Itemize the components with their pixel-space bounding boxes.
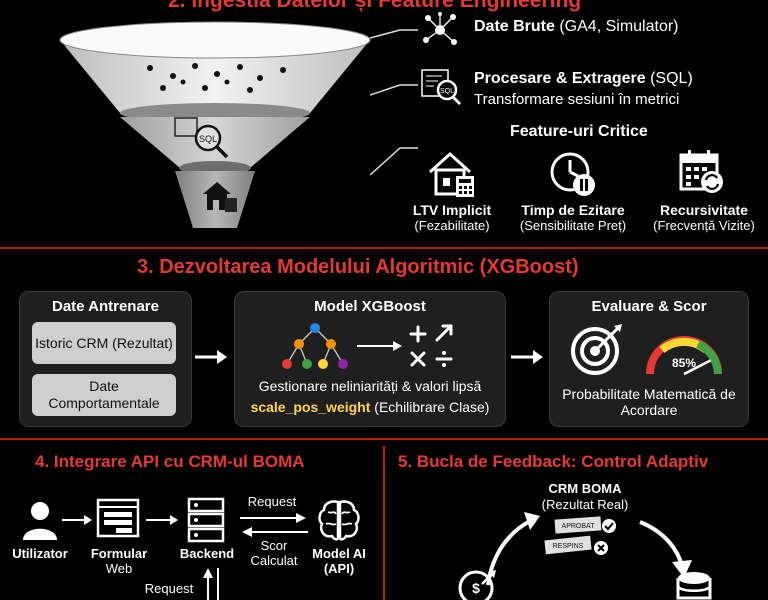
section-4-title: 4. Integrare API cu CRM-ul BOMA xyxy=(35,452,305,471)
feature-recursivitate: Recursivitate (Frecvență Vizite) xyxy=(653,202,755,233)
clock-pause-icon xyxy=(550,152,595,196)
divider-2 xyxy=(0,438,768,440)
arrow-right-icon-2 xyxy=(511,350,543,364)
funnel-connectors xyxy=(370,29,418,176)
brain-icon xyxy=(318,500,360,541)
gauge-value: 85% xyxy=(672,356,696,370)
section-2-title: 2. Ingestia Datelor și Feature Engineeri… xyxy=(168,0,582,12)
node-model-ai: Model AI(API) xyxy=(312,546,366,576)
model-highlight-line: scale_pos_weight (Echilibrare Clase) xyxy=(250,399,490,415)
funnel-graphic: SQL xyxy=(59,21,371,228)
arrow-right-small-2 xyxy=(146,515,178,525)
growth-coin-icon: $ xyxy=(458,570,496,600)
math-operators-icon xyxy=(409,324,453,367)
label-scor: Scor Calculat xyxy=(250,538,298,568)
section-5-title: 5. Bucla de Feedback: Control Adaptiv xyxy=(398,452,709,471)
date-antrenare-title: Date Antrenare xyxy=(52,298,159,315)
date-brute-label: Date Brute (GA4, Simulator) xyxy=(474,18,679,35)
evaluare-title: Evaluare & Scor xyxy=(591,298,707,315)
calendar-repeat-icon xyxy=(679,150,723,193)
svg-text:$: $ xyxy=(472,580,480,596)
database-icon xyxy=(676,572,712,600)
server-icon xyxy=(187,497,225,543)
node-backend: Backend xyxy=(179,546,235,561)
svg-text:SQL: SQL xyxy=(199,134,217,144)
feature-ltv: LTV Implicit (Fezabilitate) xyxy=(412,202,492,233)
target-icon xyxy=(571,324,622,375)
funnel-house-icon xyxy=(203,182,237,212)
feedback-loop-arrows xyxy=(486,512,692,586)
label-request-bottom: Request xyxy=(144,581,194,596)
network-icon xyxy=(423,12,457,45)
procesare-sub: Transformare sesiuni în metrici xyxy=(474,91,680,108)
arrow-right-thin-icon xyxy=(357,341,402,351)
gauge: 85% xyxy=(646,336,722,376)
divider-1 xyxy=(0,247,768,249)
arrow-right-small-1 xyxy=(62,515,92,525)
user-icon xyxy=(23,502,57,540)
svg-text:APROBAT: APROBAT xyxy=(562,523,596,530)
model-xgboost-title: Model XGBoost xyxy=(314,298,426,315)
model-desc: Gestionare neliniarități & valori lipsă xyxy=(258,378,482,394)
arrow-right-icon xyxy=(195,350,227,364)
feature-timp: Timp de Ezitare (Sensibilitate Preț) xyxy=(519,202,627,233)
crm-boma-sub: (Rezultat Real) xyxy=(541,497,629,512)
evaluare-panel: Evaluare & Scor 85% Probabilitate Matema… xyxy=(549,291,749,427)
web-form-icon xyxy=(96,498,140,538)
sql-search-icon: SQL xyxy=(421,69,462,106)
pill-istoric-crm: Istoric CRM (Rezultat) xyxy=(32,322,176,364)
house-calculator-icon xyxy=(428,151,474,197)
svg-text:RESPINS: RESPINS xyxy=(553,543,584,550)
arrow-request xyxy=(240,513,306,523)
evaluare-desc: Probabilitate Matematică de Acordare xyxy=(562,386,736,418)
decision-tree-icon xyxy=(282,323,348,369)
section-3-title: 3. Dezvoltarea Modelului Algoritmic (XGB… xyxy=(137,256,579,278)
svg-text:SQL: SQL xyxy=(440,88,454,95)
crm-boma-title: CRM BOMA xyxy=(548,481,622,496)
procesare-label: Procesare & Extragere (SQL) xyxy=(474,70,693,87)
arrow-up-backend xyxy=(203,568,219,600)
date-antrenare-panel: Date Antrenare Istoric CRM (Rezultat) Da… xyxy=(19,291,192,427)
label-request: Request xyxy=(247,494,297,509)
divider-vertical xyxy=(383,446,385,600)
documents-stamps-icon: APROBAT RESPINS xyxy=(544,516,616,555)
arrow-scor xyxy=(242,527,308,537)
node-utilizator: Utilizator xyxy=(12,546,68,561)
sql-magnifier-icon: SQL xyxy=(174,117,229,159)
model-xgboost-panel: Model XGBoost Gestionare neliniarități &… xyxy=(234,291,506,427)
feature-uri-critice-title: Feature-uri Critice xyxy=(510,123,648,140)
pill-date-comportamentale: Date Comportamentale xyxy=(32,374,176,416)
